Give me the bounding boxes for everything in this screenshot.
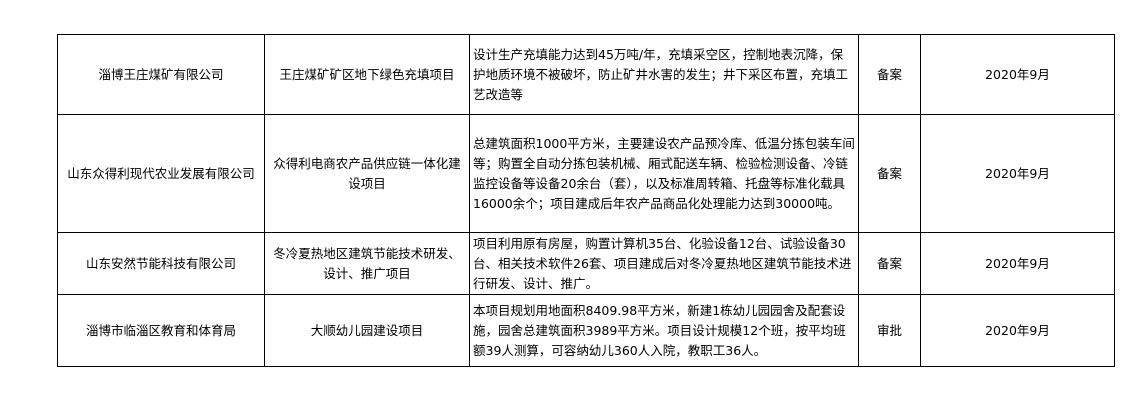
status-cell: 备案	[858, 114, 921, 233]
table-row: 淄博王庄煤矿有限公司 王庄煤矿矿区地下绿色充填项目 设计生产充填能力达到45万吨…	[57, 34, 1115, 115]
project-cell: 王庄煤矿矿区地下绿色充填项目	[264, 34, 470, 115]
project-cell: 冬冷夏热地区建筑节能技术研发、设计、推广项目	[264, 232, 470, 295]
date-cell: 2020年9月	[920, 114, 1115, 233]
project-cell: 众得利电商农产品供应链一体化建设项目	[264, 114, 470, 233]
unit-cell: 山东安然节能科技有限公司	[57, 232, 265, 295]
table-row: 山东安然节能科技有限公司 冬冷夏热地区建筑节能技术研发、设计、推广项目 项目利用…	[57, 232, 1115, 295]
date-cell: 2020年9月	[920, 294, 1115, 367]
content-cell: 项目利用原有房屋，购置计算机35台、化验设备12台、试验设备30台、相关技术软件…	[469, 232, 859, 295]
status-cell: 审批	[858, 294, 921, 367]
status-cell: 备案	[858, 232, 921, 295]
status-cell: 备案	[858, 34, 921, 115]
content-cell: 设计生产充填能力达到45万吨/年，充填采空区，控制地表沉降，保护地质环境不被破坏…	[469, 34, 859, 115]
table-row: 山东众得利现代农业发展有限公司 众得利电商农产品供应链一体化建设项目 总建筑面积…	[57, 114, 1115, 233]
unit-cell: 淄博王庄煤矿有限公司	[57, 34, 265, 115]
unit-cell: 淄博市临淄区教育和体育局	[57, 294, 265, 367]
content-cell: 本项目规划用地面积8409.98平方米，新建1栋幼儿园园舍及配套设施，园舍总建筑…	[469, 294, 859, 367]
unit-cell: 山东众得利现代农业发展有限公司	[57, 114, 265, 233]
project-cell: 大顺幼儿园建设项目	[264, 294, 470, 367]
table-row: 淄博市临淄区教育和体育局 大顺幼儿园建设项目 本项目规划用地面积8409.98平…	[57, 294, 1115, 367]
content-cell: 总建筑面积1000平方米，主要建设农产品预冷库、低温分拣包装车间等；购置全自动分…	[469, 114, 859, 233]
date-cell: 2020年9月	[920, 34, 1115, 115]
date-cell: 2020年9月	[920, 232, 1115, 295]
project-table: 淄博王庄煤矿有限公司 王庄煤矿矿区地下绿色充填项目 设计生产充填能力达到45万吨…	[57, 34, 1115, 367]
